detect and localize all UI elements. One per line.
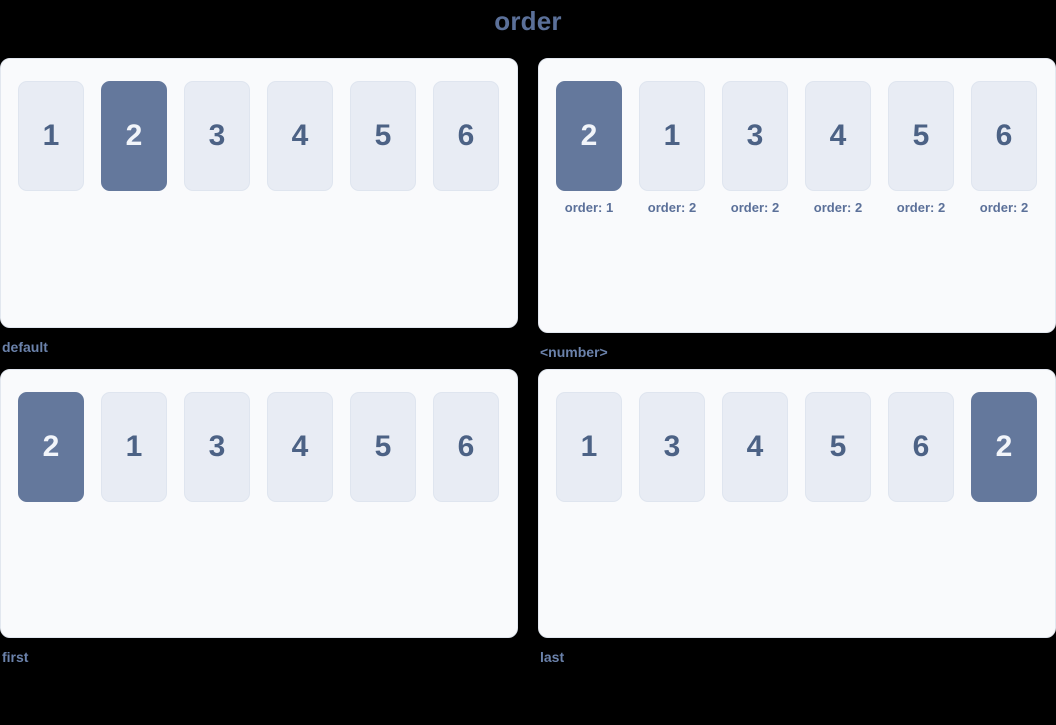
flex-item-box[interactable]: 6 [971, 81, 1037, 191]
flex-item: 1 [101, 392, 167, 502]
flex-item-box[interactable]: 5 [350, 392, 416, 502]
flex-item: 6 [433, 392, 499, 502]
flex-item: 5 [350, 392, 416, 502]
order-value-label: order: 2 [896, 200, 946, 215]
flex-item-box-highlighted[interactable]: 2 [18, 392, 84, 502]
panel-number: 2 order: 1 1 order: 2 3 order: 2 4 order: 2 5 ord… [538, 58, 1056, 333]
flex-item: 2 order: 1 [556, 81, 622, 216]
flex-item: 3 [639, 392, 705, 502]
flex-item: 3 [184, 81, 250, 191]
flex-item-box[interactable]: 4 [267, 81, 333, 191]
flex-item: 1 [556, 392, 622, 502]
flex-item: 5 order: 2 [888, 81, 954, 216]
flex-item: 3 [184, 392, 250, 502]
order-value-label: order: 2 [979, 200, 1029, 215]
flex-item: 1 order: 2 [639, 81, 705, 216]
flex-item-box[interactable]: 4 [267, 392, 333, 502]
flex-item-box[interactable]: 1 [101, 392, 167, 502]
flex-item: 6 [888, 392, 954, 502]
flex-item-box[interactable]: 4 [722, 392, 788, 502]
flex-item-box[interactable]: 3 [722, 81, 788, 191]
page-title: order [494, 6, 562, 36]
flex-row-number: 2 order: 1 1 order: 2 3 order: 2 4 order: 2 5 ord… [539, 59, 1055, 216]
panel-caption-last: last [540, 649, 565, 665]
flex-item-box[interactable]: 1 [18, 81, 84, 191]
flex-item: 1 [18, 81, 84, 191]
panel-cell-number: 2 order: 1 1 order: 2 3 order: 2 4 order: 2 5 ord… [538, 58, 1056, 361]
flex-item-box[interactable]: 6 [888, 392, 954, 502]
flex-item: 5 [805, 392, 871, 502]
flex-item: 4 [267, 392, 333, 502]
panel-caption-default: default [2, 339, 48, 355]
panel-caption-number: <number> [540, 344, 608, 360]
flex-item: 2 [18, 392, 84, 502]
flex-item-box[interactable]: 6 [433, 392, 499, 502]
flex-item-box[interactable]: 3 [184, 392, 250, 502]
flex-item-box[interactable]: 6 [433, 81, 499, 191]
flex-item-box[interactable]: 4 [805, 81, 871, 191]
flex-item: 4 [267, 81, 333, 191]
flex-item: 5 [350, 81, 416, 191]
order-value-label: order: 2 [647, 200, 697, 215]
panel-caption-first: first [2, 649, 29, 665]
order-value-label: order: 2 [730, 200, 780, 215]
flex-item: 4 order: 2 [805, 81, 871, 216]
flex-item-box-highlighted[interactable]: 2 [971, 392, 1037, 502]
flex-item-box-highlighted[interactable]: 2 [101, 81, 167, 191]
flex-item-box[interactable]: 5 [805, 392, 871, 502]
order-value-label: order: 1 [564, 200, 614, 215]
flex-item: 6 [433, 81, 499, 191]
flex-item-box[interactable]: 3 [639, 392, 705, 502]
order-value-label: order: 2 [813, 200, 863, 215]
flex-item: 3 order: 2 [722, 81, 788, 216]
flex-item-box[interactable]: 1 [639, 81, 705, 191]
flex-item-box[interactable]: 5 [888, 81, 954, 191]
flex-item-box[interactable]: 3 [184, 81, 250, 191]
flex-item-box[interactable]: 5 [350, 81, 416, 191]
flex-item-box[interactable]: 1 [556, 392, 622, 502]
flex-item: 2 [971, 392, 1037, 502]
flex-item: 4 [722, 392, 788, 502]
flex-item-box-highlighted[interactable]: 2 [556, 81, 622, 191]
flex-item: 6 order: 2 [971, 81, 1037, 216]
flex-item: 2 [101, 81, 167, 191]
